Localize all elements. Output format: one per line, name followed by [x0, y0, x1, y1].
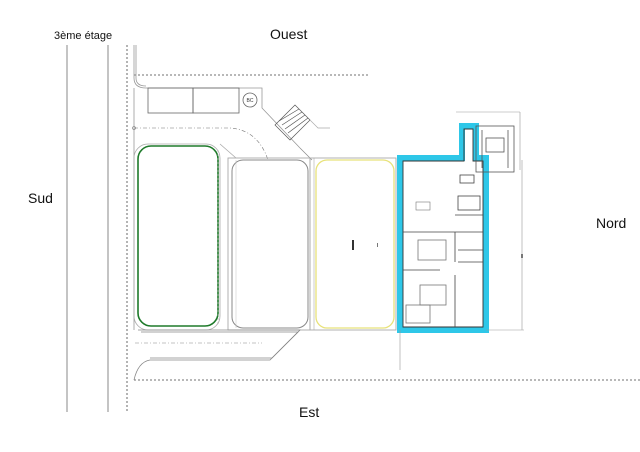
zone-green	[133, 143, 221, 331]
bc-marker: BC	[247, 98, 254, 104]
zone-yellow-label-mark	[352, 240, 354, 250]
dimension-lines-right	[399, 111, 524, 370]
orientation-south-label: Sud	[28, 190, 53, 206]
lower-road	[133, 329, 301, 381]
zone-yellow-dim-mark	[377, 243, 378, 247]
zone-grey	[219, 143, 311, 331]
staircase-top	[274, 104, 330, 161]
orientation-east-label: Est	[299, 404, 320, 420]
property-boundary-dashed	[126, 45, 640, 412]
dining-table	[415, 201, 431, 211]
dimension-line-top	[134, 127, 269, 161]
apartment	[397, 123, 489, 333]
stair-core	[475, 125, 515, 173]
orientation-west-label: Ouest	[270, 26, 308, 42]
street-lines	[66, 45, 109, 412]
dim-mark-right	[521, 254, 523, 258]
top-structure	[147, 87, 258, 114]
orientation-north-label: Nord	[596, 215, 627, 231]
zone-yellow	[309, 157, 397, 331]
floor-label: 3ème étage	[54, 30, 113, 42]
